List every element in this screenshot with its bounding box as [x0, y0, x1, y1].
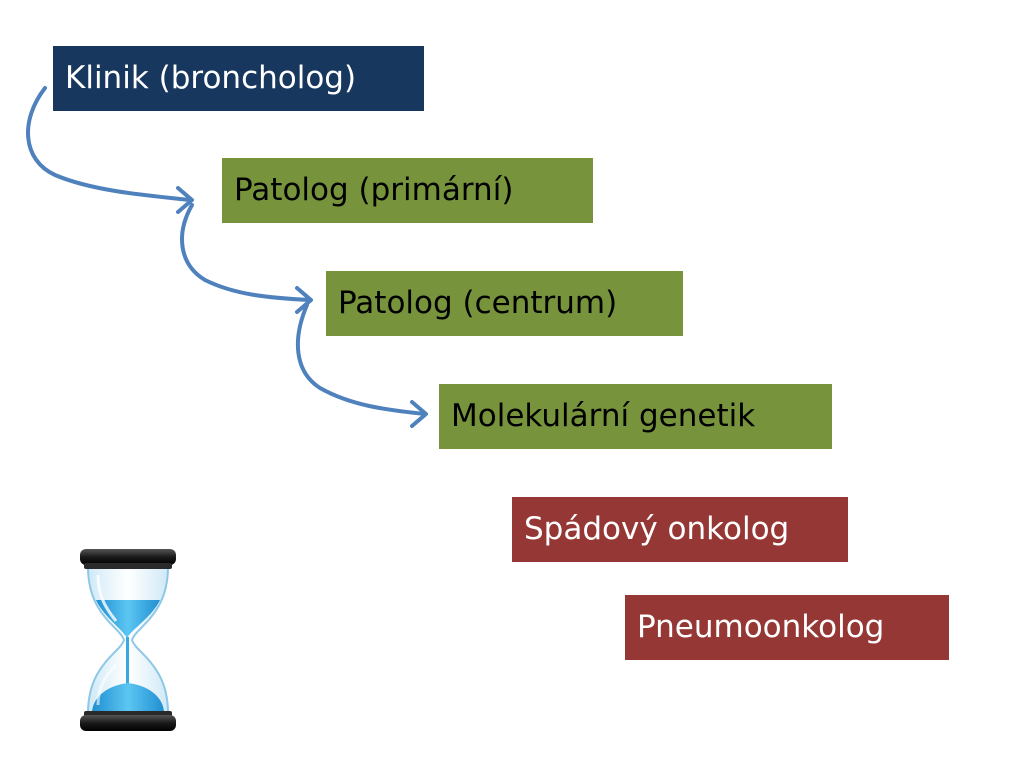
arrowhead-patolog-centrum — [295, 286, 313, 314]
arrow-patolog-primarni-to-centrum — [180, 203, 312, 302]
node-patolog-centrum: Patolog (centrum) — [326, 271, 683, 336]
hourglass-icon — [80, 549, 176, 731]
arrowhead-patolog-primarni — [176, 186, 194, 214]
node-molekularni-genetik: Molekulární genetik — [439, 384, 832, 449]
arrowhead-molekularni-genetik — [410, 400, 428, 428]
arrow-klinik-to-patolog-primarni — [26, 86, 192, 202]
node-pneumoonkolog: Pneumoonkolog — [625, 595, 949, 660]
node-klinik-broncholog: Klinik (broncholog) — [53, 46, 424, 111]
arrow-patolog-centrum-to-genetik — [295, 303, 427, 416]
node-spadovy-onkolog: Spádový onkolog — [512, 497, 848, 562]
node-patolog-primarni: Patolog (primární) — [222, 158, 593, 223]
